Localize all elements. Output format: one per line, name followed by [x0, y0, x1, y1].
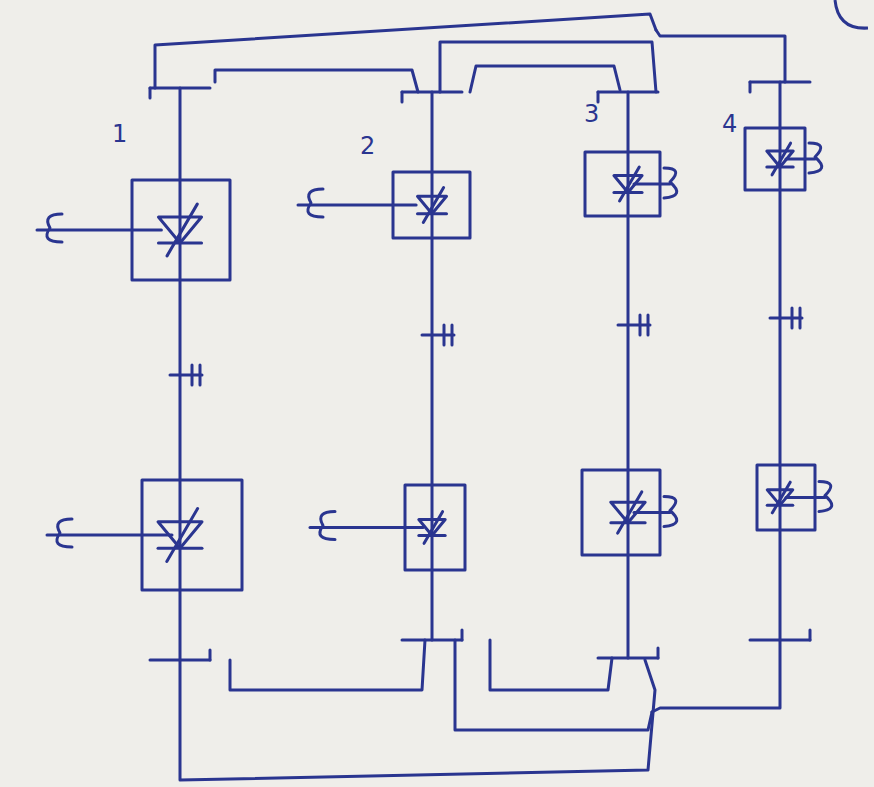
gate-hook	[664, 168, 677, 198]
mid-mark	[799, 308, 802, 328]
terminal-tick	[401, 92, 404, 102]
thyristor-symbol	[419, 534, 445, 537]
bus-wire	[230, 640, 425, 690]
thyristor-symbol	[424, 512, 442, 544]
gate-hook	[819, 482, 832, 512]
corner-mark	[835, 0, 868, 28]
thyristor-symbol	[767, 504, 793, 507]
gate-hook	[809, 143, 822, 173]
terminal-bar	[402, 91, 462, 94]
mid-mark	[647, 315, 650, 335]
leg-wire	[431, 92, 434, 640]
mid-mark	[639, 315, 642, 335]
bus-wire	[180, 660, 655, 780]
mid-mark	[199, 365, 202, 385]
thyristor-symbol	[158, 217, 201, 243]
thyristor-symbol	[767, 165, 793, 168]
gate-lead	[634, 511, 670, 514]
gate-hook	[664, 497, 677, 527]
gate-hook	[57, 519, 72, 547]
mid-mark	[618, 324, 650, 327]
gate-hook	[308, 189, 323, 217]
gate-hook	[320, 512, 335, 540]
bus-wire	[215, 70, 418, 92]
thyristor-symbol	[614, 191, 642, 194]
leg-number: 2	[360, 134, 375, 158]
gate-lead	[634, 183, 670, 186]
bus-wire	[490, 640, 612, 690]
bus-wire	[440, 42, 656, 92]
bus-wire	[652, 640, 780, 712]
gate-lead	[786, 496, 825, 499]
bus-wire	[155, 14, 656, 88]
terminal-tick	[657, 648, 660, 658]
terminal-bar	[750, 81, 810, 84]
thyristor-symbol	[423, 188, 443, 223]
mid-mark	[443, 325, 446, 345]
bus-wire	[656, 30, 785, 82]
mid-mark	[791, 308, 794, 328]
terminal-tick	[597, 92, 600, 102]
mid-mark	[770, 317, 802, 320]
mid-mark	[170, 374, 202, 377]
gate-lead	[786, 158, 815, 161]
thyristor-symbol	[611, 521, 645, 524]
gate-hook	[47, 214, 62, 242]
terminal-tick	[809, 630, 812, 640]
terminal-bar	[598, 91, 658, 94]
thyristor-symbol	[167, 204, 197, 256]
bus-wire	[455, 640, 652, 730]
mid-mark	[451, 325, 454, 345]
ink-group	[37, 14, 832, 780]
gate-lead	[310, 526, 423, 529]
mid-mark	[191, 365, 194, 385]
terminal-tick	[461, 630, 464, 640]
thyristor-symbol	[158, 547, 202, 550]
gate-lead	[47, 534, 172, 537]
thyristor-symbol	[417, 212, 446, 215]
leg-number: 3	[584, 102, 599, 126]
terminal-bar	[150, 87, 210, 90]
mid-mark	[422, 334, 454, 337]
leg-number: 4	[722, 112, 737, 136]
terminal-tick	[209, 650, 212, 660]
gate-lead	[298, 204, 416, 207]
terminal-bar	[598, 657, 658, 660]
leg-number: 1	[112, 122, 127, 146]
terminal-tick	[149, 88, 152, 98]
gate-lead	[37, 229, 161, 232]
terminal-bar	[402, 639, 462, 642]
terminal-tick	[749, 82, 752, 92]
bus-wire	[470, 66, 620, 92]
thyristor-symbol	[158, 241, 201, 244]
